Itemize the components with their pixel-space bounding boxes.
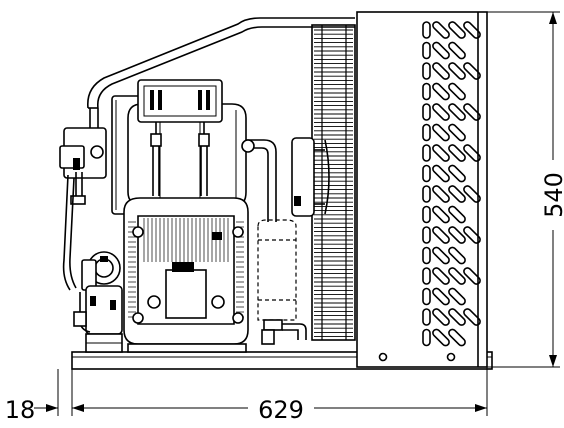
vent-slot — [422, 287, 431, 306]
vent-slot — [422, 21, 431, 39]
vent-slot — [432, 226, 450, 244]
width-dimension: 629 18 — [5, 367, 488, 424]
vent-slot — [422, 226, 431, 244]
vent-slot — [448, 41, 466, 60]
vent-slot — [422, 308, 431, 326]
vent-slot — [448, 21, 466, 39]
vent-slot — [422, 103, 431, 121]
vent-slot — [463, 267, 481, 285]
liquid-receiver — [257, 219, 307, 345]
offset-dimension-label: 18 — [5, 396, 36, 423]
vent-slot — [463, 62, 481, 80]
compressor — [123, 79, 249, 353]
vent-slot — [422, 328, 431, 347]
vent-slot — [432, 41, 450, 60]
vent-slot — [448, 267, 466, 285]
vent-slot — [432, 21, 450, 39]
vent-slot — [448, 185, 466, 203]
suction-line — [241, 139, 277, 222]
vent-slot — [422, 41, 431, 60]
height-dimension: 540 — [487, 11, 564, 368]
vent-slot — [448, 205, 466, 224]
vent-slot — [432, 205, 450, 224]
vent-slot — [422, 62, 431, 80]
vent-slot — [463, 21, 481, 39]
vent-slot — [432, 246, 450, 265]
vent-slot — [448, 62, 466, 80]
vent-slot — [448, 226, 466, 244]
vent-slot — [432, 82, 450, 101]
vent-slot — [448, 82, 466, 101]
vent-slot — [432, 62, 450, 80]
vent-slot — [463, 103, 481, 121]
vent-slot — [422, 123, 431, 142]
height-dimension-label: 540 — [540, 172, 564, 218]
condenser-housing — [356, 11, 488, 368]
condenser-fan — [291, 24, 356, 341]
vent-slot — [432, 103, 450, 121]
vent-slot — [422, 246, 431, 265]
vent-slot — [422, 267, 431, 285]
vent-slot — [463, 226, 481, 244]
vent-slot — [422, 205, 431, 224]
vent-slot — [422, 82, 431, 101]
vent-slot — [432, 185, 450, 203]
vent-slot — [422, 144, 431, 162]
vent-slot — [448, 246, 466, 265]
vent-slot — [448, 103, 466, 121]
vent-slot — [432, 267, 450, 285]
vent-slot — [422, 164, 431, 183]
vent-slot — [422, 185, 431, 203]
width-dimension-label: 629 — [258, 396, 304, 423]
